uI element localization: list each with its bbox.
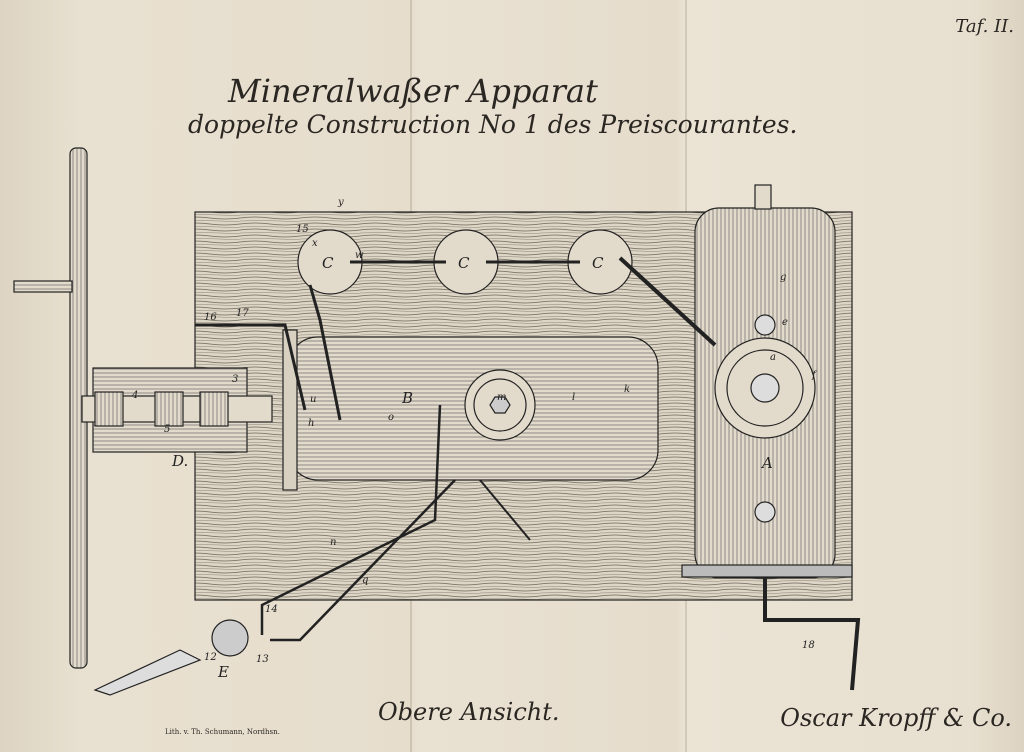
label-13: 13 bbox=[256, 654, 269, 665]
label-12: 12 bbox=[204, 652, 217, 663]
hand-pump-E bbox=[211, 619, 249, 657]
label-u: u bbox=[310, 394, 316, 405]
title-line-2: doppelte Construction No 1 des Preiscour… bbox=[188, 110, 798, 139]
label-k: k bbox=[624, 384, 630, 395]
label-D: D. bbox=[171, 452, 188, 470]
label-E: E bbox=[217, 663, 229, 681]
label-16: 16 bbox=[204, 312, 217, 323]
label-5: 5 bbox=[164, 424, 170, 435]
title-line-1: Mineralwaßer Apparat bbox=[228, 72, 598, 110]
label-y: y bbox=[337, 197, 344, 208]
label-C: C bbox=[592, 254, 604, 272]
crank-arm bbox=[13, 280, 73, 293]
label-17: 17 bbox=[236, 308, 249, 319]
label-A: A bbox=[760, 454, 773, 472]
label-l: l bbox=[572, 392, 575, 403]
caption: Obere Ansicht. bbox=[378, 698, 560, 726]
label-g: g bbox=[780, 272, 786, 283]
label-o: o bbox=[388, 412, 394, 423]
lithographer-credit: Lith. v. Th. Schumann, Nordhsn. bbox=[165, 728, 280, 736]
label-B: B bbox=[401, 389, 413, 407]
label-q: q bbox=[362, 575, 368, 586]
label-15: 15 bbox=[296, 224, 309, 235]
label-18: 18 bbox=[802, 640, 815, 651]
label-x: x bbox=[312, 238, 318, 249]
maker-signature: Oscar Kropff & Co. bbox=[780, 704, 1012, 732]
label-m: m bbox=[497, 392, 506, 403]
label-e: e bbox=[782, 317, 788, 328]
label-w: w bbox=[355, 250, 364, 261]
label-4: 4 bbox=[131, 390, 138, 401]
label-f: f bbox=[811, 370, 818, 381]
label-3: 3 bbox=[232, 374, 238, 385]
label-14: 14 bbox=[265, 604, 278, 615]
label-n: n bbox=[330, 537, 336, 548]
label-C: C bbox=[458, 254, 470, 272]
label-C: C bbox=[322, 254, 334, 272]
label-a: a bbox=[770, 352, 776, 363]
label-h: h bbox=[308, 418, 314, 429]
plate-number: Taf. II. bbox=[955, 16, 1014, 37]
